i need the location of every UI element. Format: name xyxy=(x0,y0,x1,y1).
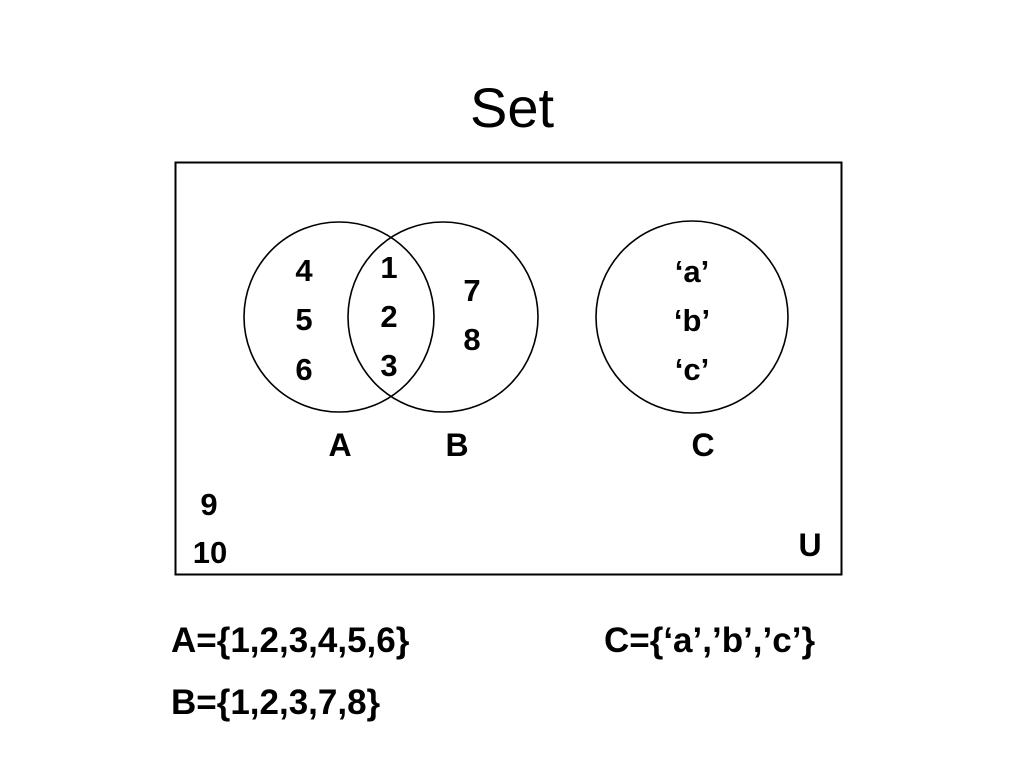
universe-box xyxy=(174,161,843,576)
set-a-definition: A={1,2,3,4,5,6} xyxy=(171,621,410,660)
intersection-ab-element: 3 xyxy=(380,348,397,383)
universe-outside-element: 9 xyxy=(200,487,217,522)
universe-outside-element: 10 xyxy=(193,535,227,570)
set-b-label: B xyxy=(445,427,468,463)
set-b-element: 8 xyxy=(463,322,480,357)
set-a-element: 4 xyxy=(295,253,313,288)
set-a-element: 6 xyxy=(295,352,312,387)
set-c-circle xyxy=(595,220,789,414)
set-b-circle xyxy=(347,221,539,413)
set-c-element: ‘c’ xyxy=(675,352,709,387)
set-a-element: 5 xyxy=(295,302,312,337)
set-c-element: ‘a’ xyxy=(675,254,709,289)
set-c-definition: C={‘a’,’b’,’c’} xyxy=(604,621,816,660)
set-a-label: A xyxy=(328,427,351,463)
set-b-definition: B={1,2,3,7,8} xyxy=(171,683,381,722)
set-c-label: C xyxy=(691,427,714,463)
intersection-ab-element: 1 xyxy=(380,250,397,285)
intersection-ab-element: 2 xyxy=(380,299,397,334)
set-b-element: 7 xyxy=(463,273,480,308)
set-c-element: ‘b’ xyxy=(674,303,710,338)
diagram-title: Set xyxy=(469,76,555,139)
set-a-circle xyxy=(243,221,435,413)
universe-label: U xyxy=(798,527,821,563)
